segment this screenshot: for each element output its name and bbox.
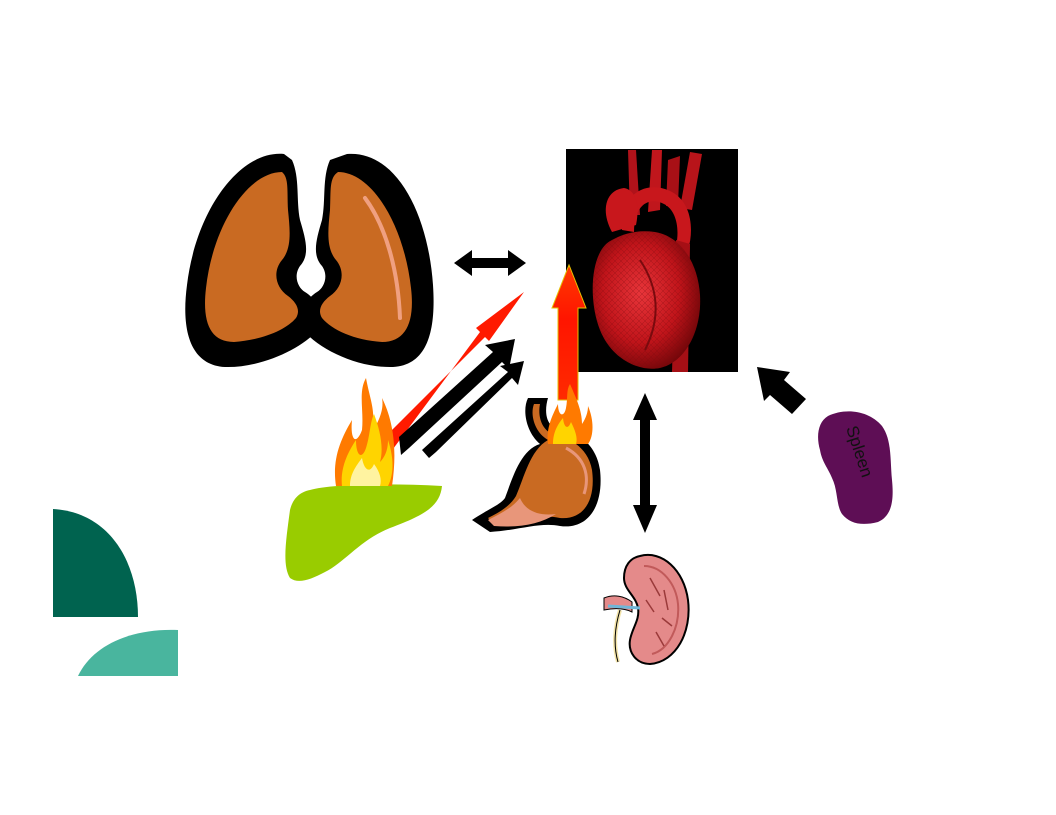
- red-arrow-liver-heart: [383, 292, 524, 449]
- kidney-icon: [603, 553, 690, 666]
- lungs-icon: [185, 153, 434, 368]
- liver-icon: [285, 484, 442, 581]
- stomach-fire-icon: [547, 384, 593, 444]
- fire-icon: [334, 378, 395, 486]
- corner-decoration: [53, 509, 178, 676]
- spleen-icon: Spleen: [818, 411, 893, 524]
- corner-dark-leaf: [53, 509, 138, 617]
- corner-light-leaf: [78, 629, 178, 676]
- arrow-spleen-heart: [757, 367, 806, 414]
- red-arrow-stomach-heart: [551, 263, 587, 401]
- heart-icon: [566, 149, 738, 372]
- double-arrow-heart-kidney: [633, 393, 657, 533]
- double-arrow-lungs-heart: [454, 250, 526, 276]
- double-arrow-liver-heart: [399, 339, 524, 458]
